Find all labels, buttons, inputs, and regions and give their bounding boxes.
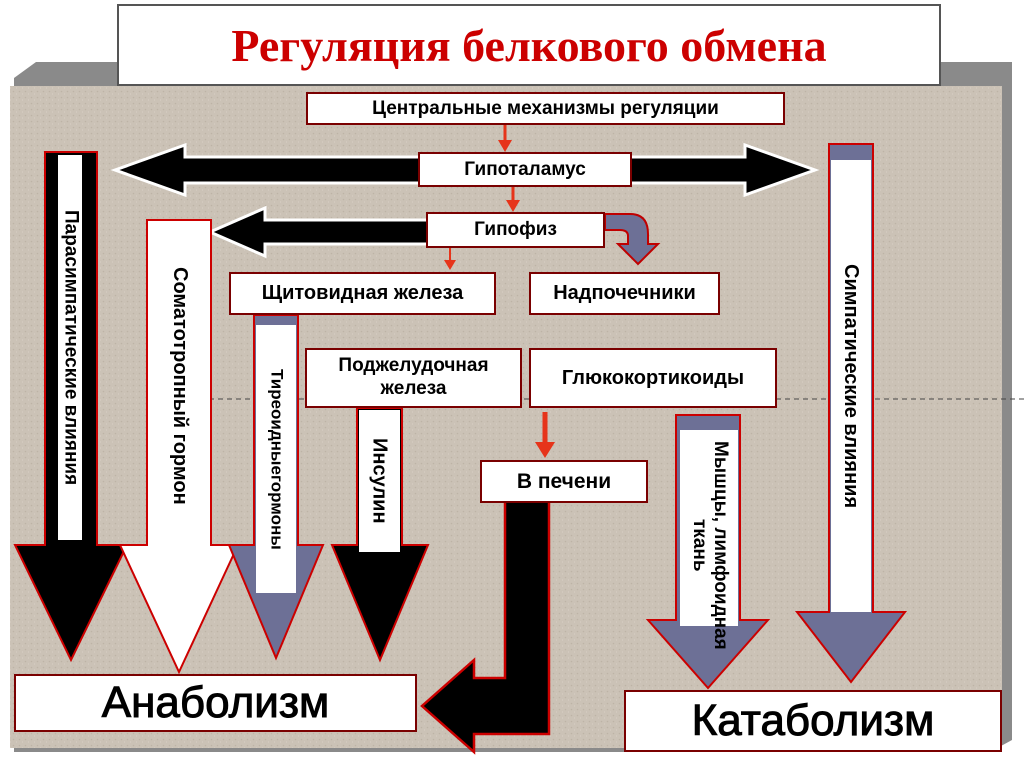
somatotropin-label: Соматотропный гормон: [169, 266, 191, 505]
glucocorticoids-box: Глюкокортикоиды: [529, 348, 777, 408]
muscles-label-strip: [680, 430, 738, 626]
pituitary-box: Гипофиз: [426, 212, 605, 248]
liver-box: В печени: [480, 460, 648, 503]
insulin-label-strip: [359, 410, 400, 552]
anabolism-box: Анаболизм: [14, 674, 417, 732]
central-mechanisms-box: Центральные механизмы регуляции: [306, 92, 785, 125]
thyroid-hormones-label: Тиреоидныегормоны: [267, 368, 287, 550]
insulin-label: Инсулин: [368, 438, 391, 524]
red-connector-arrows: [444, 124, 555, 458]
thyroid-label-strip: [256, 325, 296, 593]
page-title: Регуляция белкового обмена: [117, 4, 941, 86]
catabolism-box: Катаболизм: [624, 690, 1002, 752]
somatotropin-arrow: [118, 219, 240, 675]
liver-to-anabolism-arrow: [420, 498, 551, 755]
parasympathetic-label: Парасимпатические влияния: [60, 209, 82, 486]
muscles-label: Мышцы, лимфоидная ткань: [689, 440, 731, 650]
hypothalamus-box: Гипоталамус: [418, 152, 632, 187]
pituitary-curved-arrow: [604, 213, 661, 266]
thyroid-box: Щитовидная железа: [229, 272, 496, 315]
parasympathetic-label-strip: [58, 155, 82, 540]
adrenals-box: Надпочечники: [529, 272, 720, 315]
pancreas-box: Поджелудочная железа: [305, 348, 522, 408]
sympathetic-label-strip: [831, 160, 871, 612]
sympathetic-label: Симпатические влияния: [840, 263, 862, 509]
